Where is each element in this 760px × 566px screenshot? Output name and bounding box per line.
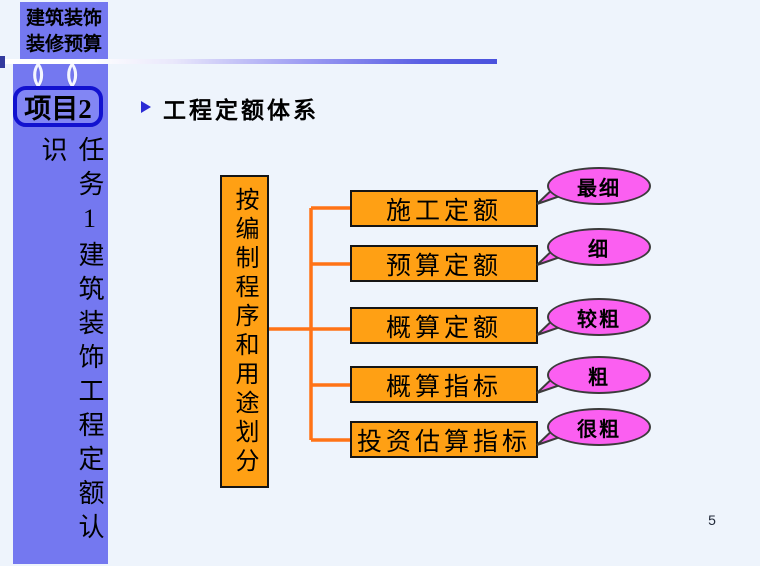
bullet-triangle-icon [141, 101, 151, 113]
sidebar-header: 建筑装饰 装修预算 [20, 2, 108, 62]
quota-box: 投资估算指标 [350, 421, 538, 458]
sidebar-header-line2: 装修预算 [25, 34, 102, 55]
category-box: 按编制程序和用途划分 [220, 175, 269, 488]
page-title: 工程定额体系 [163, 98, 319, 123]
callout-label: 粗 [547, 356, 651, 394]
quota-box: 施工定额 [350, 190, 538, 227]
callout-bubble: 细 [536, 228, 651, 266]
project-badge-label: 项目2 [24, 94, 92, 124]
callout-bubble: 很粗 [536, 408, 651, 446]
callout-label: 很粗 [547, 408, 651, 446]
callout-label: 细 [547, 228, 651, 266]
callout-bubble: 最细 [536, 167, 651, 205]
page-number: 5 [708, 512, 716, 528]
quota-box: 预算定额 [350, 245, 538, 282]
sidebar-task-label: 任务1建筑装饰工程定额认识 [38, 136, 104, 547]
quota-box: 概算指标 [350, 366, 538, 403]
callout-label: 最细 [547, 167, 651, 205]
quota-box: 概算定额 [350, 307, 538, 344]
divider-endcap [0, 56, 5, 68]
sidebar-header-line1: 建筑装饰 [25, 8, 102, 29]
title-divider-line [0, 59, 497, 64]
sidebar [13, 64, 108, 564]
callout-bubble: 粗 [536, 356, 651, 394]
callout-label: 较粗 [547, 298, 651, 336]
callout-bubble: 较粗 [536, 298, 651, 336]
project-badge: 项目2 [13, 86, 103, 127]
